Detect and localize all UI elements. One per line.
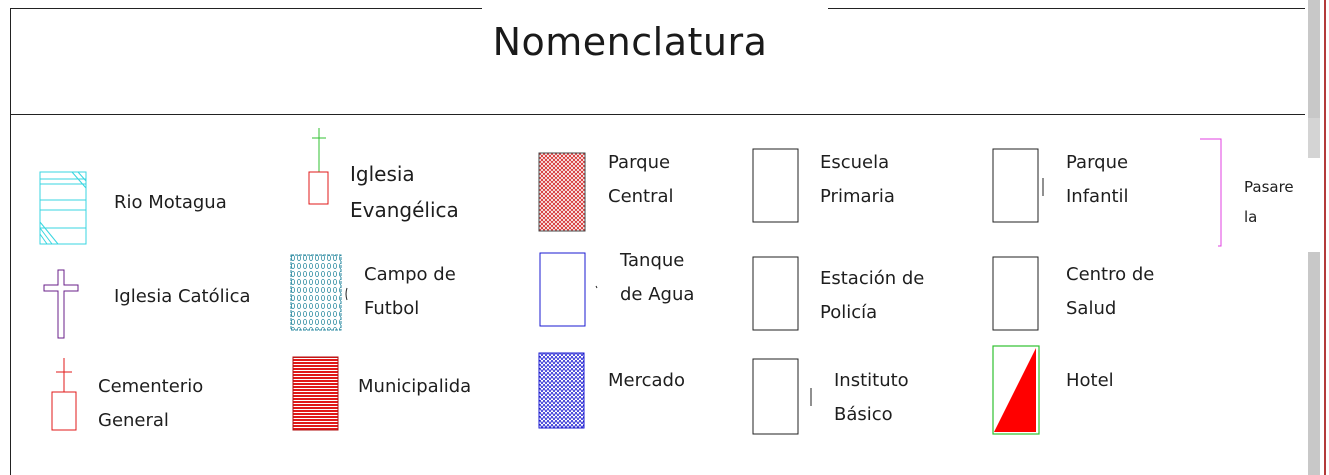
- left-border: [10, 8, 11, 475]
- label-escuela-primaria-line2: Primaria: [820, 186, 895, 207]
- label-estacion-policia: Estación de Policía: [820, 262, 924, 330]
- label-pasarela: Pasare la: [1244, 172, 1294, 232]
- label-campo-futbol-line2: Futbol: [364, 298, 420, 319]
- water-tank-icon: [539, 252, 598, 327]
- label-iglesia-evangelica: Iglesia Evangélica: [350, 156, 459, 228]
- town-hall-icon: [292, 356, 339, 431]
- label-campo-futbol-line1: Campo de: [364, 264, 456, 285]
- label-pasarela-line2: la: [1244, 208, 1258, 226]
- scrollbar-track-mid[interactable]: [1308, 118, 1320, 158]
- label-parque-infantil-line1: Parque: [1066, 152, 1129, 173]
- label-hotel: Hotel: [1066, 370, 1114, 391]
- label-iglesia-evangelica-line2: Evangélica: [350, 198, 459, 222]
- page-title: Nomenclatura: [492, 20, 768, 64]
- label-parque-infantil: Parque Infantil: [1066, 146, 1129, 214]
- river-icon: [39, 171, 87, 245]
- label-campo-futbol: Campo de Futbol: [364, 258, 456, 326]
- label-escuela-primaria: Escuela Primaria: [820, 146, 895, 214]
- cemetery-icon: [51, 358, 77, 431]
- childrens-park-icon: [992, 148, 1044, 223]
- health-center-icon: [992, 256, 1039, 331]
- top-border-left: [10, 8, 482, 9]
- label-cementerio-general-line1: Cementerio: [98, 376, 204, 397]
- title-divider: [10, 114, 1305, 115]
- soccer-field-icon: [290, 254, 348, 331]
- label-iglesia-catolica: Iglesia Católica: [114, 286, 251, 307]
- label-centro-salud: Centro de Salud: [1066, 258, 1154, 326]
- central-park-icon: [538, 152, 586, 232]
- institute-icon: [752, 358, 812, 435]
- footbridge-icon: [1200, 138, 1222, 247]
- label-cementerio-general-line2: General: [98, 410, 169, 431]
- label-parque-central-line2: Central: [608, 186, 674, 207]
- label-escuela-primaria-line1: Escuela: [820, 152, 890, 173]
- hotel-icon: [992, 345, 1040, 435]
- label-tanque-agua-line2: de Agua: [620, 284, 695, 305]
- label-tanque-agua: Tanque de Agua: [620, 244, 694, 312]
- label-cementerio-general: Cementerio General: [98, 370, 203, 438]
- police-station-icon: [752, 256, 799, 331]
- label-parque-infantil-line2: Infantil: [1066, 186, 1129, 207]
- scrollbar-track-top[interactable]: [1308, 0, 1320, 118]
- label-tanque-agua-line1: Tanque: [620, 250, 685, 271]
- page-edge-rule: [1324, 0, 1326, 475]
- label-instituto-basico-line2: Básico: [834, 404, 893, 425]
- label-centro-salud-line2: Salud: [1066, 298, 1117, 319]
- label-instituto-basico-line1: Instituto: [834, 370, 909, 391]
- label-municipalidad: Municipalida: [358, 376, 472, 397]
- label-parque-central-line1: Parque: [608, 152, 671, 173]
- label-estacion-policia-line2: Policía: [820, 302, 878, 323]
- catholic-church-cross-icon: [43, 269, 79, 339]
- label-rio-motagua: Rio Motagua: [114, 192, 227, 213]
- label-mercado: Mercado: [608, 370, 685, 391]
- evangelical-church-icon: [308, 128, 329, 205]
- market-icon: [538, 352, 585, 429]
- label-pasarela-line1: Pasare: [1244, 178, 1294, 196]
- label-estacion-policia-line1: Estación de: [820, 268, 925, 289]
- scrollbar-track-bottom[interactable]: [1308, 252, 1320, 475]
- label-iglesia-evangelica-line1: Iglesia: [350, 162, 415, 186]
- label-centro-salud-line1: Centro de: [1066, 264, 1155, 285]
- label-instituto-basico: Instituto Básico: [834, 364, 909, 432]
- primary-school-icon: [752, 148, 799, 223]
- label-parque-central: Parque Central: [608, 146, 674, 214]
- top-border-right: [828, 8, 1305, 9]
